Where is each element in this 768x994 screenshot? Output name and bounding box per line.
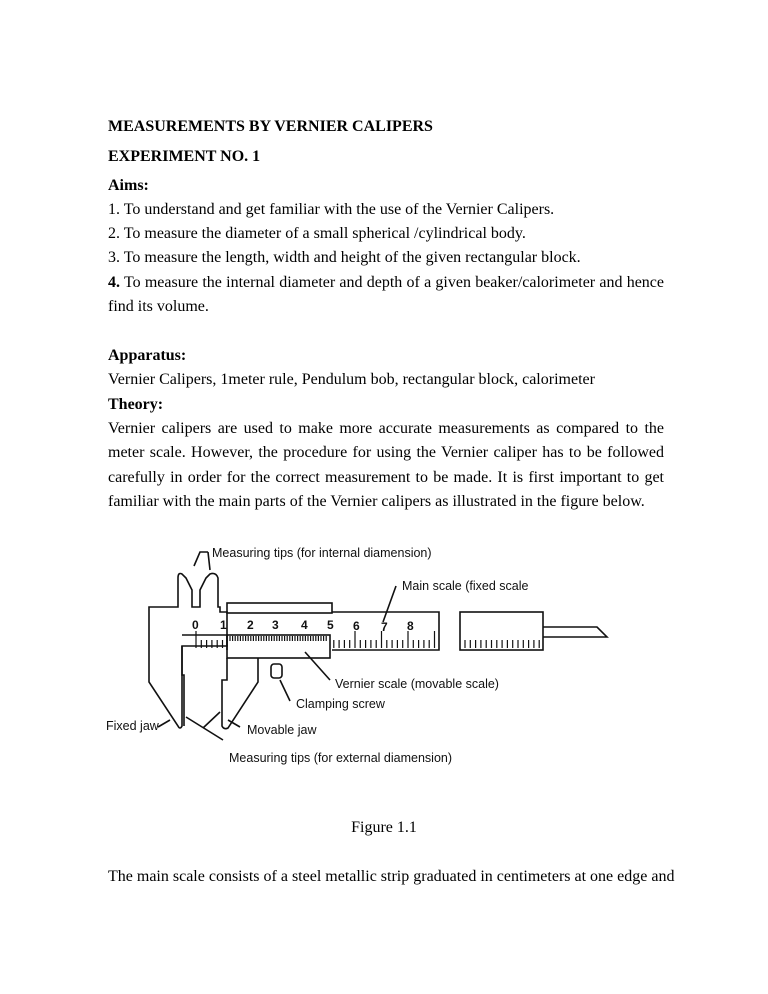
main-scale-end: [459, 611, 544, 651]
aim-item-3: 3. To measure the length, width and heig…: [108, 249, 581, 266]
apparatus-text: Vernier Calipers, 1meter rule, Pendulum …: [108, 371, 595, 388]
experiment-number: EXPERIMENT NO. 1: [108, 148, 261, 165]
label-fixed-jaw: Fixed jaw: [106, 719, 160, 733]
aim-item-2: 2. To measure the diameter of a small sp…: [108, 225, 526, 242]
scale-number: 3: [272, 618, 279, 632]
label-clamping-screw: Clamping screw: [296, 697, 386, 711]
main-scale-beam: [332, 611, 440, 651]
label-external-tips: Measuring tips (for external diamension): [229, 751, 452, 765]
depth-rod: [543, 626, 609, 638]
scale-number: 5: [327, 618, 334, 632]
aim-item-1: 1. To understand and get familiar with t…: [108, 201, 555, 218]
figure-caption: Figure 1.1: [351, 819, 417, 836]
apparatus-heading: Apparatus:: [108, 347, 187, 364]
label-internal-tips: Measuring tips (for internal diamension): [212, 546, 432, 560]
vernier-scale: [226, 634, 331, 659]
vernier-caliper-figure: Measuring tips (for internal diamension)…: [106, 546, 609, 765]
label-main-scale: Main scale (fixed scale: [402, 579, 528, 593]
scale-number: 1: [220, 618, 227, 632]
aim-item-4: 4. To measure the internal diameter and …: [108, 274, 664, 316]
movable-jaw: [221, 658, 259, 730]
scale-number: 0: [192, 618, 199, 632]
aims-heading: Aims:: [108, 177, 149, 194]
theory-paragraph: Vernier calipers are used to make more a…: [108, 420, 664, 510]
closing-paragraph: The main scale consists of a steel metal…: [108, 868, 675, 885]
clamping-screw: [270, 663, 283, 679]
label-movable-jaw: Movable jaw: [247, 723, 317, 737]
scale-number: 6: [353, 619, 360, 633]
scale-number: 8: [407, 619, 414, 633]
scale-number: 7: [381, 620, 388, 634]
scale-number: 2: [247, 618, 254, 632]
scale-number: 4: [301, 618, 308, 632]
label-vernier-scale: Vernier scale (movable scale): [335, 677, 499, 691]
document-title: MEASUREMENTS BY VERNIER CALIPERS: [108, 118, 433, 135]
theory-heading: Theory:: [108, 396, 164, 413]
fixed-jaw: [148, 572, 228, 729]
scale-numbers: 0 1 2 3 4 5 6 7 8: [192, 618, 414, 634]
